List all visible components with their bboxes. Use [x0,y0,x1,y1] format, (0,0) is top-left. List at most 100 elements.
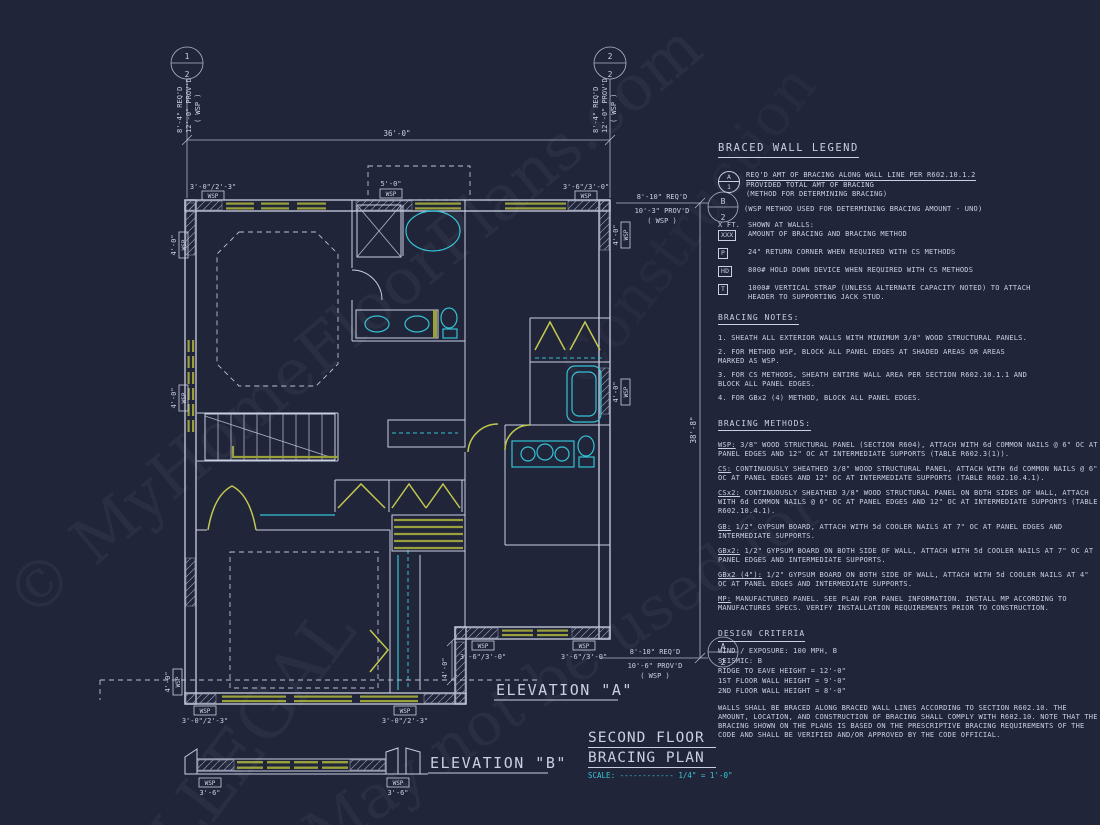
wall-label-top-mid: 5'-0" WSP [379,180,403,199]
sink [536,443,554,461]
toilet [440,307,458,329]
svg-text:B: B [721,197,726,206]
legend-line-2: PROVIDED TOTAL AMT OF BRACING [746,180,875,189]
grid-marker-1: 1 2 [170,46,204,80]
svg-text:4'-0": 4'-0" [612,381,620,402]
svg-text:3'-0"/2'-3": 3'-0"/2'-3" [190,183,236,191]
scale-note: SCALE: ------------ 1/4" = 1'-0" [588,771,733,780]
legend-line-1: REQ'D AMT OF BRACING ALONG WALL LINE PER… [746,171,976,181]
overall-height-dim: 38'-8" [689,416,698,443]
design-criteria-title: DESIGN CRITERIA [718,629,806,642]
title-block: SECOND FLOOR BRACING PLAN SCALE: -------… [588,730,733,780]
svg-text:WSP: WSP [579,643,590,650]
legend-item-p: P 24" RETURN CORNER WHEN REQUIRED WITH C… [718,248,1100,260]
grid-marker-b: B 2 [707,191,739,223]
vanity [511,440,575,468]
method-wsp: WSP: 3/8" WOOD STRUCTURAL PANEL (SECTION… [718,440,1098,459]
svg-text:( WSP ): ( WSP ) [640,672,670,680]
p-box-symbol: P [718,248,729,260]
svg-text:4'-0": 4'-0" [612,224,620,245]
shower [356,204,402,258]
sheet-title-line-2: BRACING PLAN [588,750,716,768]
svg-text:WSP: WSP [623,386,630,397]
elevation-b-label: ELEVATION "B" [430,754,567,772]
svg-text:WSP: WSP [581,193,592,200]
t-box-symbol: T [718,284,729,296]
wall-label-bottom-left-2: WSP 3'-0"/2'-3" [382,705,428,725]
svg-text:10'-3" PROV'D: 10'-3" PROV'D [635,207,690,215]
method-gbx2: GBx2: 1/2" GYPSUM BOARD ON BOTH SIDE OF … [718,546,1094,564]
svg-text:WSP: WSP [175,676,182,687]
svg-text:12'-0" PROV'D: 12'-0" PROV'D [185,78,193,133]
svg-text:WSP: WSP [181,239,188,250]
svg-text:( WSP ): ( WSP ) [610,93,618,123]
bathtub [566,365,602,423]
wall-label-top-left: 3'-0"/2'-3" WSP [190,183,236,201]
wall-label-left-upper: 4'-0" WSP [170,231,189,259]
wall-label-elev-b-left: WSP 3'-6" [198,777,222,797]
legend-item-xft: X FT. XXX SHOWN AT WALLS: AMOUNT OF BRAC… [718,221,1100,242]
master-bath-fixtures [351,204,461,339]
bracing-note-3: 3. FOR CS METHODS, SHEATH ENTIRE WALL AR… [718,371,1028,389]
xxx-box-symbol: XXX [718,230,737,242]
svg-text:WSP: WSP [478,643,489,650]
svg-text:( WSP ): ( WSP ) [647,217,677,225]
svg-text:4'-0": 4'-0" [164,671,172,692]
bracing-note-4: 4. FOR GBx2 (4) METHOD, BLOCK ALL PANEL … [718,394,922,403]
svg-text:2: 2 [721,658,726,667]
wall-label-bottom-right-1: WSP 3'-6"/3'-0" [460,640,506,661]
elevation-b: WSP 3'-6" WSP 3'-6" ELEVATION "B" [184,747,567,797]
legend-line-3: (METHOD FOR DETERMINING BRACING) [746,189,888,198]
svg-text:WSP: WSP [393,780,404,787]
wall-label-left-lower: 4'-0" WSP [170,384,189,412]
legend-item-t: T 1000# VERTICAL STRAP (UNLESS ALTERNATE… [718,284,1100,302]
svg-text:WSP: WSP [623,229,630,240]
criteria-paragraph: WALLS SHALL BE BRACED ALONG BRACED WALL … [718,704,1098,740]
wall-label-elev-b-right: WSP 3'-6" [386,777,410,797]
sink [554,446,570,462]
grid-marker-a: A 2 [707,636,739,668]
criteria-wind: WIND / EXPOSURE: 100 MPH, B [718,646,838,655]
svg-text:3'-6": 3'-6" [387,789,408,797]
bracing-note-2: 2. FOR METHOD WSP, BLOCK ALL PANEL EDGES… [718,348,1005,366]
method-cs: CS: CONTINUOUSLY SHEATHED 3/8" WOOD STRU… [718,465,1098,483]
grid-marker-2: 2 2 [593,46,627,80]
bracing-notes-title: BRACING NOTES: [718,313,800,325]
bathtub [405,210,461,252]
svg-text:3'-6"/3'-0": 3'-6"/3'-0" [563,183,609,191]
legend-item-hd: HD 800# HOLD DOWN DEVICE WHEN REQUIRED W… [718,266,1100,278]
criteria-first-floor: 1ST FLOOR WALL HEIGHT = 9'-0" [718,677,847,685]
dashed-ceiling-outlines [216,165,605,690]
svg-text:WSP: WSP [205,780,216,787]
wall-label-bottom-right-2: WSP 3'-6"/3'-0" [561,640,607,661]
svg-text:4'-0": 4'-0" [441,657,449,678]
svg-text:WSP: WSP [200,708,211,715]
svg-text:WSP: WSP [386,191,397,198]
wall-label-top-right: 3'-6"/3'-0" WSP [563,183,609,201]
svg-text:( WSP ): ( WSP ) [194,93,202,123]
method-csx2: CSx2: CONTINUOUSLY SHEATHED 3/8" WOOD ST… [718,489,1098,516]
grid-a-bracing-note: 8'-10" REQ'D 10'-6" PROV'D ( WSP ) [628,648,683,680]
svg-text:3'-6"/3'-0": 3'-6"/3'-0" [460,653,506,661]
bracing-ratio-symbol: A 1 [718,170,740,193]
stairs [204,413,421,690]
svg-text:4'-0": 4'-0" [170,234,178,255]
wall-label-right-lower: 4'-0" WSP [612,378,631,406]
svg-text:2: 2 [185,70,190,79]
notes-column: BRACED WALL LEGEND A 1 REQ'D AMT OF BRAC… [718,142,1100,741]
svg-text:2: 2 [721,213,726,222]
elevation-a-label: ELEVATION "A" [496,681,633,699]
method-gbx2-4: GBx2 (4"): 1/2" GYPSUM BOARD ON BOTH SID… [718,570,1089,589]
wall-label-bottom-left-1: WSP 3'-0"/2'-3" [182,705,228,725]
bracing-note-1: 1. SHEATH ALL EXTERIOR WALLS WITH MINIMU… [718,333,1028,342]
svg-text:3'-0"/2'-3": 3'-0"/2'-3" [182,717,228,725]
svg-text:12'-0" PROV'D: 12'-0" PROV'D [601,78,609,133]
svg-text:WSP: WSP [208,193,219,200]
svg-text:3'-6"/3'-0": 3'-6"/3'-0" [561,653,607,661]
grid-b-bracing-note: 8'-10" REQ'D 10'-3" PROV'D ( WSP ) [635,193,690,225]
svg-text:WSP: WSP [400,708,411,715]
svg-text:2: 2 [608,70,613,79]
grid-1-bracing-note: 8'-4" REQ'D 12'-0" PROV'D ( WSP ) [176,78,202,133]
svg-text:8'-4" REQ'D: 8'-4" REQ'D [176,87,184,133]
wall-label-left-bottom: 4'-0" WSP [164,668,183,696]
